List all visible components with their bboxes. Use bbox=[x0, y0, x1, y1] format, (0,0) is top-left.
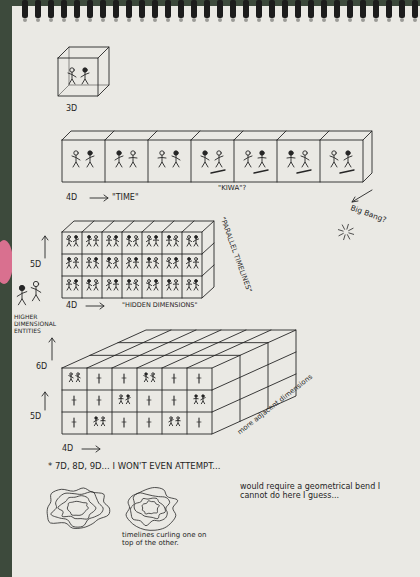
stick-figure bbox=[194, 395, 198, 404]
stick-figure bbox=[126, 258, 131, 269]
dimension-label: 4D bbox=[62, 444, 82, 453]
stick-figure bbox=[176, 417, 180, 426]
stick-figure bbox=[106, 258, 111, 269]
stick-figure bbox=[69, 373, 73, 382]
stick-figure bbox=[287, 151, 295, 167]
stick-figure bbox=[66, 280, 71, 291]
stick-figure bbox=[166, 258, 171, 269]
dimension-label: 6D bbox=[36, 362, 56, 371]
stick-figure bbox=[166, 280, 171, 291]
curled-timelines bbox=[126, 488, 178, 531]
stick-figure bbox=[113, 280, 118, 291]
note: Big Bang? bbox=[349, 204, 399, 229]
stick-figure bbox=[101, 417, 105, 426]
stick-figure bbox=[73, 280, 78, 291]
stick-figure bbox=[66, 236, 71, 247]
stick-figure bbox=[68, 68, 76, 84]
stick-figure bbox=[146, 280, 151, 291]
curled-timelines bbox=[47, 488, 110, 529]
rotated-note: "PARALLEL TIMELINES" bbox=[218, 216, 263, 322]
stick-figure bbox=[93, 236, 98, 247]
stick-figure bbox=[86, 258, 91, 269]
stick-figure bbox=[113, 258, 118, 269]
stick-figure bbox=[172, 151, 180, 167]
note: "KIWA"? bbox=[218, 184, 263, 192]
stick-figure bbox=[113, 236, 118, 247]
note: * 7D, 8D, 9D... I WON'T EVEN ATTEMPT... bbox=[48, 462, 308, 472]
stick-figure bbox=[66, 258, 71, 269]
stick-figure bbox=[344, 151, 352, 167]
stick-figure bbox=[330, 151, 338, 167]
stick-figure bbox=[153, 236, 158, 247]
stick-figure bbox=[73, 258, 78, 269]
dimension-label: 4D bbox=[66, 193, 88, 202]
stick-figure bbox=[146, 236, 151, 247]
stick-figure bbox=[86, 236, 91, 247]
stick-figure bbox=[193, 258, 198, 269]
note: "HIDDEN DIMENSIONS" bbox=[122, 302, 222, 309]
stick-figure bbox=[126, 236, 131, 247]
stick-figure bbox=[193, 280, 198, 291]
stick-figure bbox=[301, 151, 309, 167]
paper-page bbox=[12, 6, 420, 577]
stick-figure bbox=[129, 151, 137, 167]
stick-figure bbox=[144, 373, 148, 382]
stick-figure bbox=[153, 258, 158, 269]
stick-figure bbox=[173, 258, 178, 269]
note: HIGHER DIMENSIONAL ENTITIES bbox=[14, 314, 58, 335]
stick-figure bbox=[173, 236, 178, 247]
spiral-binding bbox=[22, 0, 418, 22]
stick-figure bbox=[86, 151, 94, 167]
dimension-label: 5D bbox=[30, 260, 50, 269]
stick-figure bbox=[73, 236, 78, 247]
stick-figure bbox=[133, 236, 138, 247]
stick-figure bbox=[166, 236, 171, 247]
stick-figure bbox=[186, 280, 191, 291]
stick-figure bbox=[186, 258, 191, 269]
stick-figure bbox=[201, 151, 209, 167]
rotated-note: more adjacent dimensions bbox=[236, 362, 328, 436]
stick-figure bbox=[93, 258, 98, 269]
stick-figure bbox=[169, 417, 173, 426]
stick-figure bbox=[173, 280, 178, 291]
dimension-label: 3D bbox=[66, 104, 96, 113]
stick-figure bbox=[244, 151, 252, 167]
stick-figure bbox=[93, 280, 98, 291]
stick-figure bbox=[126, 395, 130, 404]
stick-figure bbox=[86, 280, 91, 291]
dimension-label: 4D bbox=[66, 301, 86, 310]
stick-figure bbox=[126, 280, 131, 291]
stick-figure bbox=[133, 258, 138, 269]
sketch-lines bbox=[17, 47, 372, 452]
stick-figure bbox=[133, 280, 138, 291]
stick-figure bbox=[81, 68, 89, 84]
stick-figure bbox=[153, 280, 158, 291]
stick-figure bbox=[17, 285, 27, 304]
stick-figure bbox=[186, 236, 191, 247]
stick-figure bbox=[106, 280, 111, 291]
stick-figure bbox=[258, 151, 266, 167]
stick-figure bbox=[151, 373, 155, 382]
stick-figure bbox=[72, 151, 80, 167]
stick-figure bbox=[76, 373, 80, 382]
stick-figure bbox=[215, 151, 223, 167]
stick-figure bbox=[31, 281, 41, 300]
stick-figure bbox=[193, 236, 198, 247]
stick-figure bbox=[146, 258, 151, 269]
stick-figure bbox=[119, 395, 123, 404]
stick-figure bbox=[106, 236, 111, 247]
stick-figure bbox=[94, 417, 98, 426]
note: would require a geometrical bend I canno… bbox=[240, 482, 390, 500]
flower-blob bbox=[0, 240, 13, 284]
dimension-label: 5D bbox=[30, 412, 50, 421]
note: timelines curling one on top of the othe… bbox=[122, 531, 212, 547]
stick-figure bbox=[115, 151, 123, 167]
stick-figure bbox=[201, 395, 205, 404]
stick-figure bbox=[158, 151, 166, 167]
axis-label: "TIME" bbox=[112, 193, 152, 202]
